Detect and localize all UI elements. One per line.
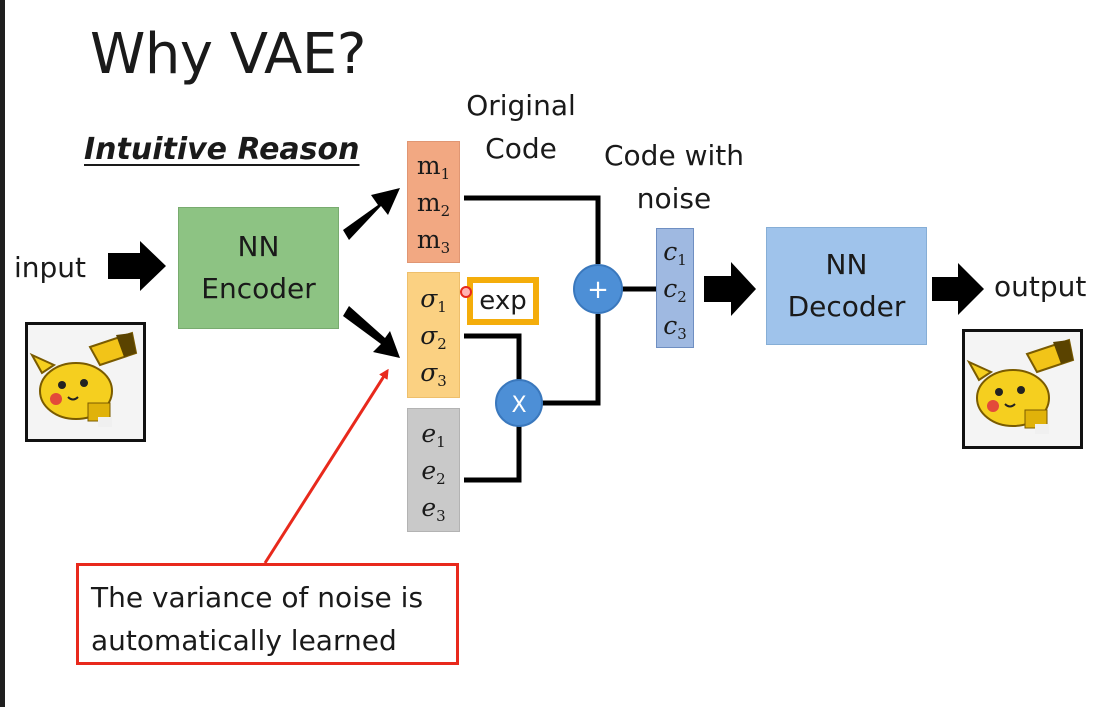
m-vector-box: m1 m2 m3 (407, 141, 460, 263)
c-1: c1 (663, 236, 687, 269)
sigma-2: σ2 (420, 320, 447, 353)
sigma-to-times-line (464, 333, 522, 381)
e-1: e1 (421, 418, 446, 451)
original-code-label-line1: Original (466, 89, 576, 122)
plus-operator: + (573, 264, 623, 314)
code-with-noise-label: Code with noise (594, 134, 754, 221)
c-2: c2 (663, 273, 687, 306)
window-edge (0, 0, 5, 707)
times-to-plus-line (541, 314, 601, 406)
callout-note: The variance of noise is automatically l… (76, 563, 459, 665)
c-vector-box: c1 c2 c3 (656, 228, 694, 348)
encoder-line1: NN (237, 230, 280, 263)
decoder-line1: NN (825, 248, 868, 281)
exp-box: exp (467, 277, 539, 325)
nn-encoder-box: NN Encoder (178, 207, 339, 329)
input-image (25, 322, 146, 442)
input-label: input (14, 251, 87, 284)
output-image (962, 329, 1083, 449)
slide-subtitle: Intuitive Reason (84, 132, 360, 167)
output-label: output (994, 270, 1087, 303)
sigma-vector-box: σ1 σ2 σ3 (407, 272, 460, 398)
input-arrow (108, 241, 166, 291)
output-pikachu-icon (965, 332, 1080, 446)
m-to-plus-line (464, 195, 601, 264)
encoder-line2: Encoder (201, 272, 316, 305)
plus-symbol: + (587, 275, 609, 305)
cursor-dot (460, 286, 472, 298)
note-pointer-arrow (263, 368, 389, 564)
decoder-line2: Decoder (787, 290, 906, 323)
e-2: e2 (421, 455, 446, 488)
times-operator: X (495, 379, 543, 427)
m-2: m2 (416, 187, 451, 220)
c-3: c3 (663, 310, 687, 343)
output-arrow (932, 263, 984, 315)
code-with-noise-label-line1: Code with (604, 139, 744, 172)
nn-decoder-box: NN Decoder (766, 227, 927, 345)
m-1: m1 (416, 150, 451, 183)
slide-title: Why VAE? (90, 22, 366, 87)
encoder-to-m-arrow (343, 188, 400, 240)
m-3: m3 (416, 224, 451, 257)
encoder-to-sigma-arrow (343, 306, 400, 358)
note-line2: automatically learned (91, 624, 397, 658)
original-code-label-line2: Code (485, 132, 557, 166)
sigma-1: σ1 (420, 283, 447, 316)
code-with-noise-label-line2: noise (636, 182, 712, 216)
e-vector-box: e1 e2 e3 (407, 408, 460, 532)
sigma-3: σ3 (420, 357, 447, 390)
original-code-label: Original Code (462, 84, 580, 171)
c-to-decoder-arrow (704, 262, 756, 316)
note-line1: The variance of noise is (91, 581, 424, 614)
e-to-times-line (464, 425, 522, 483)
input-pikachu-icon (28, 325, 143, 439)
times-symbol: X (511, 393, 526, 418)
e-3: e3 (421, 492, 446, 525)
